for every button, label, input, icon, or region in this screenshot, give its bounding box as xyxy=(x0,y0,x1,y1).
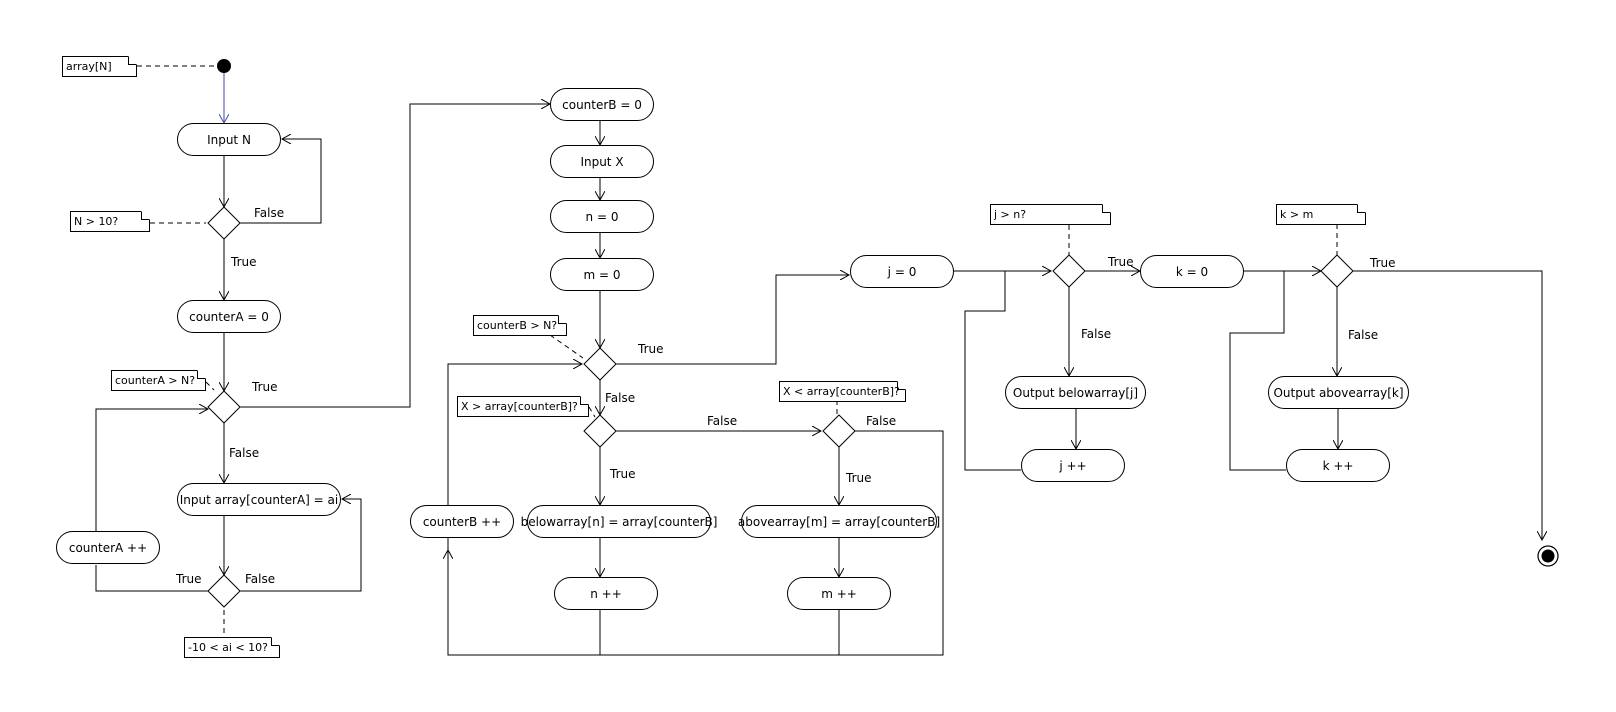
edge-label-false: False xyxy=(1081,327,1112,341)
action-label: counterB ++ xyxy=(422,514,502,529)
note-x-lt-array: X < array[counterB]? xyxy=(779,381,906,402)
note-k-gt-m: k > m xyxy=(1276,204,1366,225)
edge-label-true: True xyxy=(610,467,636,481)
edge-label-true: True xyxy=(231,255,257,269)
action-m-inc: m ++ xyxy=(787,577,891,610)
action-label: counterA = 0 xyxy=(189,309,269,324)
edge-label-false: False xyxy=(254,206,285,220)
action-j-inc: j ++ xyxy=(1021,449,1125,482)
action-label: k ++ xyxy=(1322,458,1354,473)
action-output-below: Output belowarray[j] xyxy=(1005,376,1146,409)
action-label: m = 0 xyxy=(583,267,621,282)
action-label: n ++ xyxy=(590,586,622,601)
decision-n-gt-10 xyxy=(207,206,241,240)
action-counter-b-init: counterB = 0 xyxy=(550,88,654,121)
action-label: Input N xyxy=(207,132,251,147)
edge-label-false: False xyxy=(229,446,260,460)
decision-x-gt-array xyxy=(583,414,617,448)
edge-label-true: True xyxy=(846,471,872,485)
action-label: j ++ xyxy=(1059,458,1087,473)
edge-label-false: False xyxy=(1348,328,1379,342)
action-label: abovearray[m] = array[counterB] xyxy=(737,514,941,529)
edge-label-true: True xyxy=(176,572,202,586)
note-n-gt-10: N > 10? xyxy=(70,211,150,232)
decision-counter-a-gt-n xyxy=(207,390,241,424)
edge-label-true: True xyxy=(1370,256,1396,270)
action-k-inc: k ++ xyxy=(1286,449,1390,482)
action-label: counterB = 0 xyxy=(562,97,642,112)
edge-label-false: False xyxy=(605,391,636,405)
note-x-gt-array: X > array[counterB]? xyxy=(457,396,589,417)
decision-ai-range xyxy=(207,574,241,608)
action-label: counterA ++ xyxy=(68,540,148,555)
action-counter-a-init: counterA = 0 xyxy=(177,300,281,333)
action-input-array: Input array[counterA] = ai xyxy=(177,483,341,516)
action-label: Input array[counterA] = ai xyxy=(179,492,339,507)
action-input-x: Input X xyxy=(550,145,654,178)
action-counter-b-inc: counterB ++ xyxy=(410,505,514,538)
decision-j-gt-n xyxy=(1052,254,1086,288)
action-output-above: Output abovearray[k] xyxy=(1268,376,1409,409)
action-label: m ++ xyxy=(821,586,857,601)
start-node xyxy=(217,59,231,73)
action-label: j = 0 xyxy=(887,264,917,279)
action-j-init: j = 0 xyxy=(850,255,954,288)
action-above-assign: abovearray[m] = array[counterB] xyxy=(737,505,941,538)
action-label: belowarray[n] = array[counterB] xyxy=(520,514,718,529)
action-input-n: Input N xyxy=(177,123,281,156)
action-label: Output abovearray[k] xyxy=(1273,385,1404,400)
edge-label-false: False xyxy=(866,414,897,428)
note-counter-a-gt-n: counterA > N? xyxy=(111,370,206,391)
note-links xyxy=(137,65,1338,637)
decision-nodes xyxy=(207,206,1354,608)
action-label: k = 0 xyxy=(1175,264,1209,279)
action-k-init: k = 0 xyxy=(1140,255,1244,288)
decision-x-lt-array xyxy=(822,414,856,448)
edge-label-true: True xyxy=(252,380,278,394)
edge-label-true: True xyxy=(1108,255,1134,269)
action-label: Output belowarray[j] xyxy=(1012,385,1139,400)
note-counter-b-gt-n: counterB > N? xyxy=(473,315,567,336)
action-counter-a-inc: counterA ++ xyxy=(56,531,160,564)
action-m-init: m = 0 xyxy=(550,258,654,291)
action-n-inc: n ++ xyxy=(554,577,658,610)
action-n-init: n = 0 xyxy=(550,200,654,233)
note-array-n: array[N] xyxy=(62,56,137,77)
decision-k-gt-m xyxy=(1320,254,1354,288)
edge-label-true: True xyxy=(638,342,664,356)
action-label: Input X xyxy=(580,154,624,169)
note-ai-range: -10 < ai < 10? xyxy=(184,637,280,658)
note-j-gt-n: j > n? xyxy=(990,204,1111,225)
end-node xyxy=(1537,545,1559,567)
decision-counter-b-gt-n xyxy=(583,347,617,381)
flow-edges xyxy=(95,66,1542,656)
edge-label-false: False xyxy=(245,572,276,586)
action-below-assign: belowarray[n] = array[counterB] xyxy=(521,505,717,538)
edge-label-false: False xyxy=(707,414,738,428)
action-label: n = 0 xyxy=(585,209,619,224)
